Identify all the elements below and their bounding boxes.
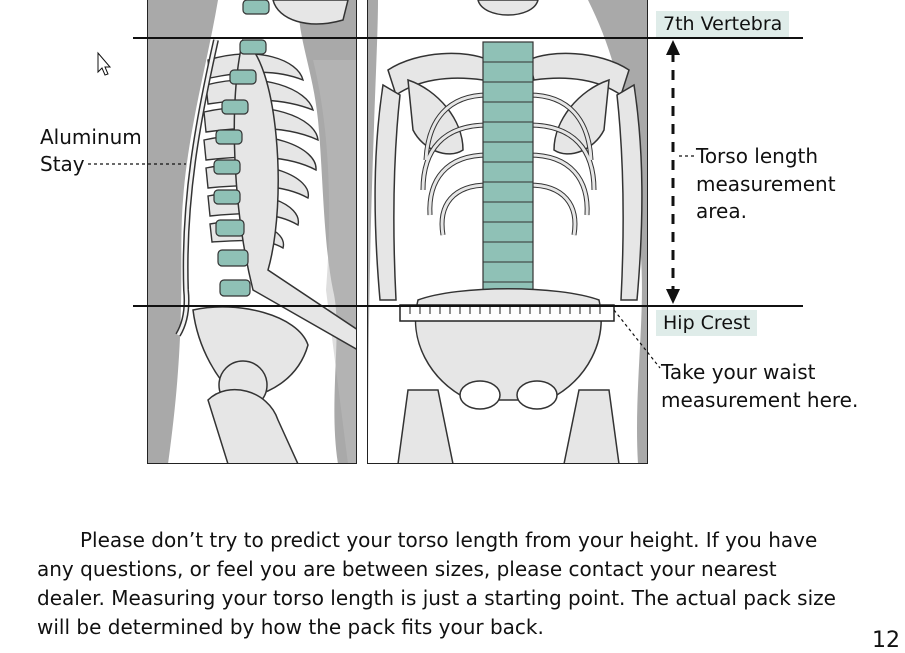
aluminum-stay-label-line2: Stay xyxy=(40,152,85,176)
mouse-cursor-icon xyxy=(97,51,112,76)
torso-label-line2: measurement xyxy=(696,172,836,196)
torso-label-line3: area. xyxy=(696,199,747,223)
side-skeleton-drawing xyxy=(148,0,356,463)
side-view-illustration xyxy=(147,0,357,464)
double-arrow-icon xyxy=(666,40,680,304)
aluminum-stay-label-line1: Aluminum xyxy=(40,125,142,149)
vertebra-line xyxy=(133,37,803,39)
waist-label-line1: Take your waist xyxy=(661,360,816,384)
waist-label-line2: measurement here. xyxy=(661,388,859,412)
back-view-illustration xyxy=(367,0,648,464)
back-skeleton-drawing xyxy=(368,0,647,463)
hip-crest-line xyxy=(133,305,803,307)
torso-label-line1: Torso length xyxy=(696,144,819,168)
body-paragraph: Please don’t try to predict your torso l… xyxy=(37,528,836,639)
top-vertebra-label: 7th Vertebra xyxy=(656,11,790,37)
page-number: 12 xyxy=(872,628,900,653)
hip-crest-label: Hip Crest xyxy=(656,310,758,336)
